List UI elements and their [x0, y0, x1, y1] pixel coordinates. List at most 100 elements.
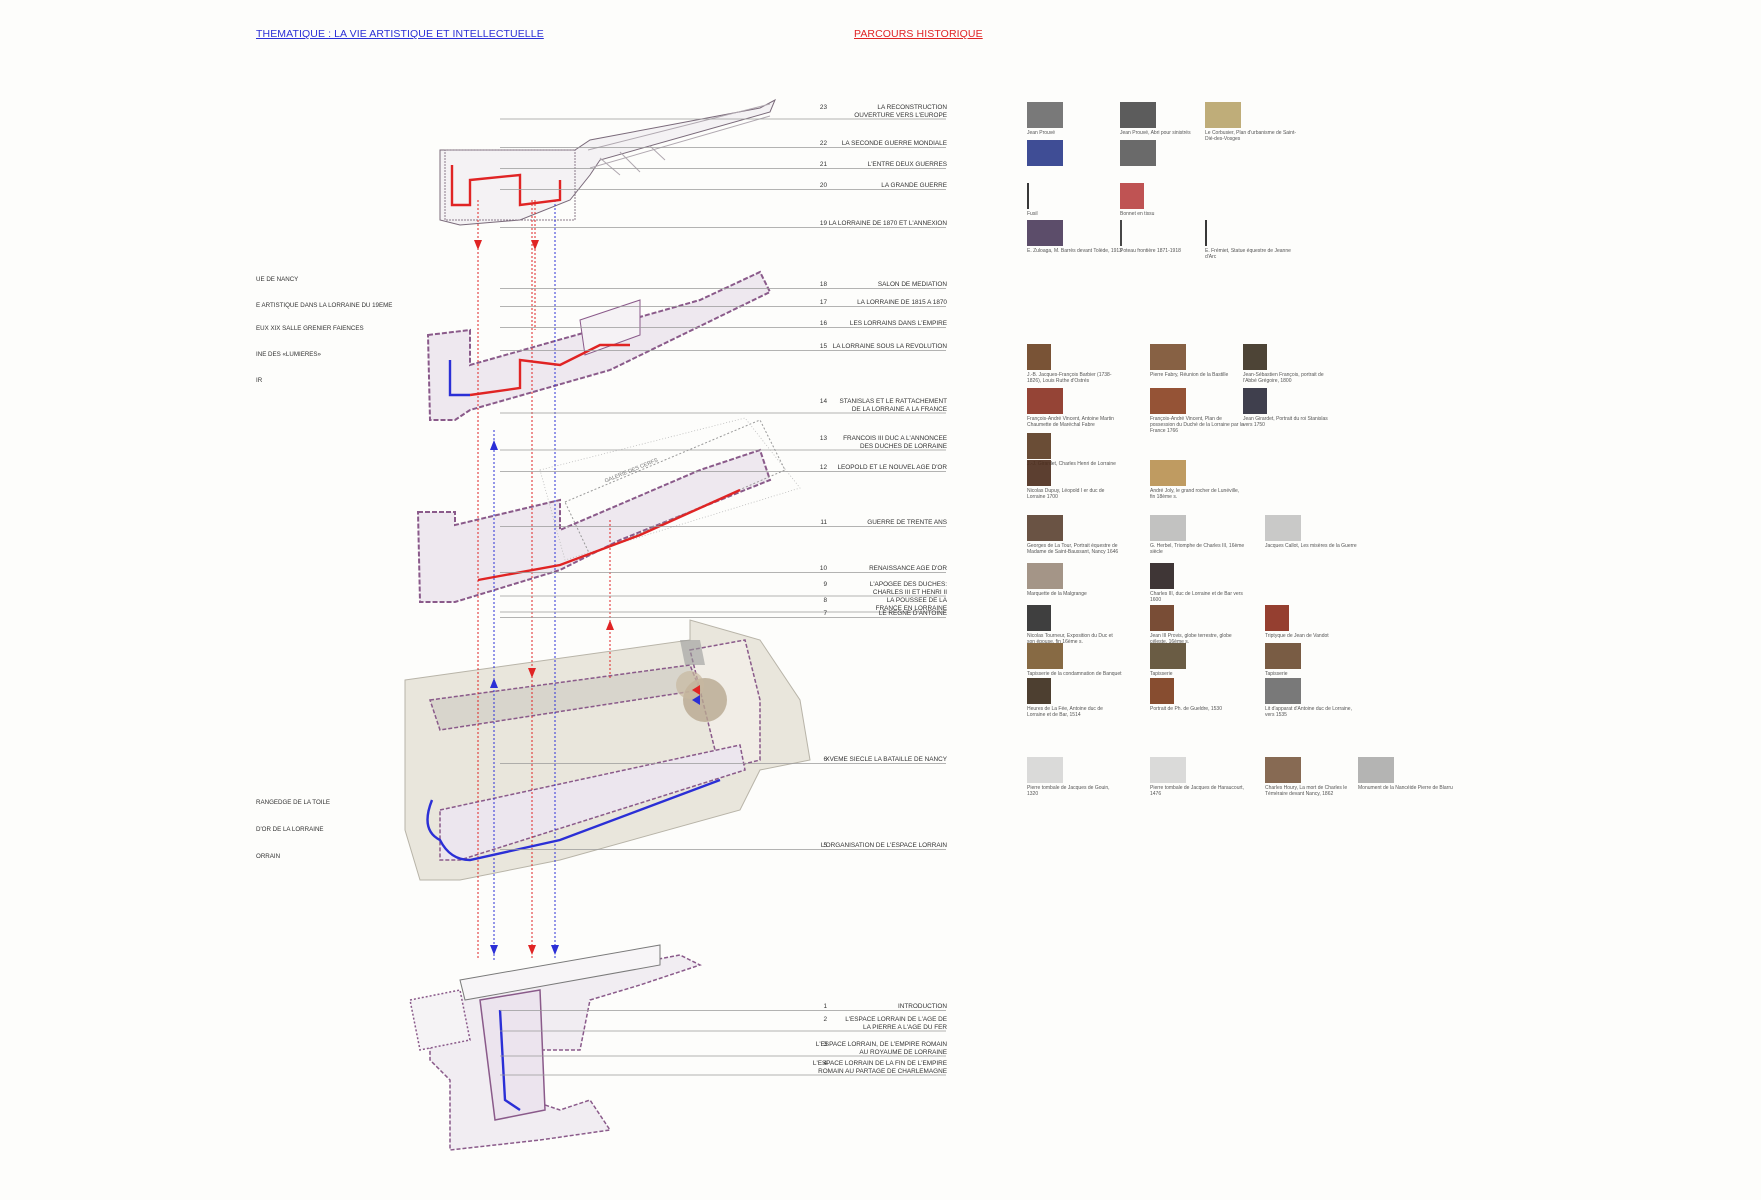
painting-icon[interactable] [1150, 388, 1186, 414]
artwork-caption: Charles III, duc de Lorraine et de Bar v… [1150, 591, 1243, 603]
photo-icon[interactable] [1265, 678, 1301, 704]
room-number: 10 [819, 565, 827, 572]
artwork-caption: Monument de la Nancéide Pierre de Blarru [1358, 785, 1453, 791]
figure-icon[interactable] [1265, 605, 1289, 631]
qr-pattern-icon[interactable] [1027, 102, 1063, 128]
painting-icon[interactable] [1027, 515, 1063, 541]
painting-icon[interactable] [1027, 643, 1063, 669]
room-number: 20 [819, 182, 827, 189]
statue-icon[interactable] [1205, 220, 1217, 246]
room-title: LA POUSSEE DE LA FRANCE EN LORRAINE [875, 597, 947, 612]
painting-icon[interactable] [1150, 460, 1186, 486]
left-label-1: UE DE NANCY [256, 276, 299, 283]
portrait-icon[interactable] [1027, 344, 1051, 370]
room-number: 18 [819, 281, 827, 288]
left-label-6: RANGEDGE DE LA TOILE [256, 799, 331, 806]
room-number: 17 [819, 299, 827, 306]
artwork-caption: Charles Houry, La mort de Charles le Tém… [1265, 785, 1348, 797]
artwork-caption: Nicolas Dupuy, Léopold I er duc de Lorra… [1027, 488, 1105, 500]
artwork-caption: Tapisserie [1150, 671, 1173, 677]
engraving-icon[interactable] [1027, 757, 1063, 783]
room-title: GUERRE DE TRENTE ANS [867, 519, 947, 526]
room-number: 1 [823, 1003, 827, 1010]
portrait-icon[interactable] [1027, 460, 1051, 486]
room-number: 3 [823, 1041, 827, 1048]
room-number: 21 [819, 161, 827, 168]
artwork-caption: Triptyque de Jean de Vandot [1265, 633, 1329, 639]
helmet-icon[interactable] [1120, 183, 1144, 209]
portrait-icon[interactable] [1027, 678, 1051, 704]
painting-icon[interactable] [1265, 757, 1301, 783]
room-number: 23 [819, 104, 827, 111]
painting-icon[interactable] [1150, 344, 1186, 370]
portrait-icon[interactable] [1243, 344, 1267, 370]
post-icon[interactable] [1120, 220, 1132, 246]
room-title: LA LORRAINE SOUS LA REVOLUTION [832, 343, 947, 350]
portrait-icon[interactable] [1243, 388, 1267, 414]
room-number: 22 [819, 140, 827, 147]
artwork-caption: Fusil [1027, 211, 1038, 217]
artwork-caption: E. Zuloaga, M. Barrès devant Tolède, 191… [1027, 248, 1122, 254]
room-title: LE REGNE D'ANTOINE [878, 610, 947, 617]
painting-icon[interactable] [1027, 220, 1063, 246]
floor-plan-level-3 [416, 417, 801, 603]
left-label-2: E ARTISTIQUE DANS LA LORRAINE DU 19EME [256, 302, 393, 309]
room-title: LA LORRAINE DE 1870 ET L'ANNEXION [828, 220, 947, 227]
historical-route-title[interactable]: PARCOURS HISTORIQUE [854, 28, 983, 40]
map-icon[interactable] [1027, 563, 1063, 589]
thematic-route-title[interactable]: THEMATIQUE : LA VIE ARTISTIQUE ET INTELL… [256, 28, 544, 40]
artwork-caption: Tapisserie de la condamnation de Banquet [1027, 671, 1122, 677]
portrait-icon[interactable] [1150, 678, 1174, 704]
artwork-caption: Bonnet en tissu [1120, 211, 1155, 217]
artwork-caption: Georges de La Tour, Portrait équestre de… [1027, 543, 1119, 555]
figure-icon[interactable] [1027, 605, 1051, 631]
artwork-caption: Pierre tombale de Jacques de Gouin, 1320 [1027, 785, 1110, 797]
room-title: L'ORGANISATION DE L'ESPACE LORRAIN [820, 842, 947, 849]
floor-plan-top [439, 98, 776, 226]
room-title: RENAISSANCE AGE D'OR [869, 565, 947, 572]
photo-icon[interactable] [1120, 140, 1156, 166]
engraving-icon[interactable] [1150, 757, 1186, 783]
artwork-caption: François-André Vincent, Plan de possessi… [1150, 416, 1244, 434]
artwork-caption: Portrait de Ph. de Gueldre, 1530 [1150, 706, 1222, 712]
engraving-icon[interactable] [1358, 757, 1394, 783]
left-label-4: INE DES «LUMIERES» [256, 351, 321, 358]
photo-icon[interactable] [1120, 102, 1156, 128]
room-title: LEOPOLD ET LE NOUVEL AGE D'OR [837, 464, 947, 471]
engraving-icon[interactable] [1265, 515, 1301, 541]
artwork-caption: Nicolas Tourneur, Exposition du Duc et s… [1027, 633, 1113, 645]
room-number: 5 [823, 842, 827, 849]
map-icon[interactable] [1205, 102, 1241, 128]
painting-icon[interactable] [1150, 643, 1186, 669]
painting-icon[interactable] [1027, 140, 1063, 166]
room-title: LA LORRAINE DE 1815 A 1870 [857, 299, 947, 306]
room-number: 7 [823, 610, 827, 617]
figure-icon[interactable] [1150, 605, 1174, 631]
room-number: 14 [819, 398, 827, 405]
room-title: L'ESPACE LORRAIN, DE L'EMPIRE ROMAIN AU … [815, 1041, 947, 1056]
floor-plan-level-4 [404, 619, 811, 881]
portrait-icon[interactable] [1150, 563, 1174, 589]
painting-icon[interactable] [1265, 643, 1301, 669]
room-title: L'ESPACE LORRAIN DE L'AGE DE LA PIERRE A… [845, 1016, 947, 1031]
artwork-caption: François-André Vincent, Antoine Martin C… [1027, 416, 1114, 428]
artwork-caption: Pierre tombale de Jacques de Haraucourt,… [1150, 785, 1244, 797]
portrait-icon[interactable] [1027, 433, 1051, 459]
artwork-caption: Jean Prouvé, Abri pour sinistrés [1120, 130, 1191, 136]
room-number: 12 [819, 464, 827, 471]
room-title: L'ENTRE DEUX GUERRES [867, 161, 947, 168]
painting-icon[interactable] [1027, 388, 1063, 414]
left-label-3: EUX XIX SALLE GRENIER FAIENCES [256, 325, 364, 332]
label-leader-lines [500, 118, 946, 1076]
engraving-icon[interactable] [1150, 515, 1186, 541]
room-title: LES LORRAINS DANS L'EMPIRE [849, 320, 947, 327]
sword-icon[interactable] [1027, 183, 1039, 209]
